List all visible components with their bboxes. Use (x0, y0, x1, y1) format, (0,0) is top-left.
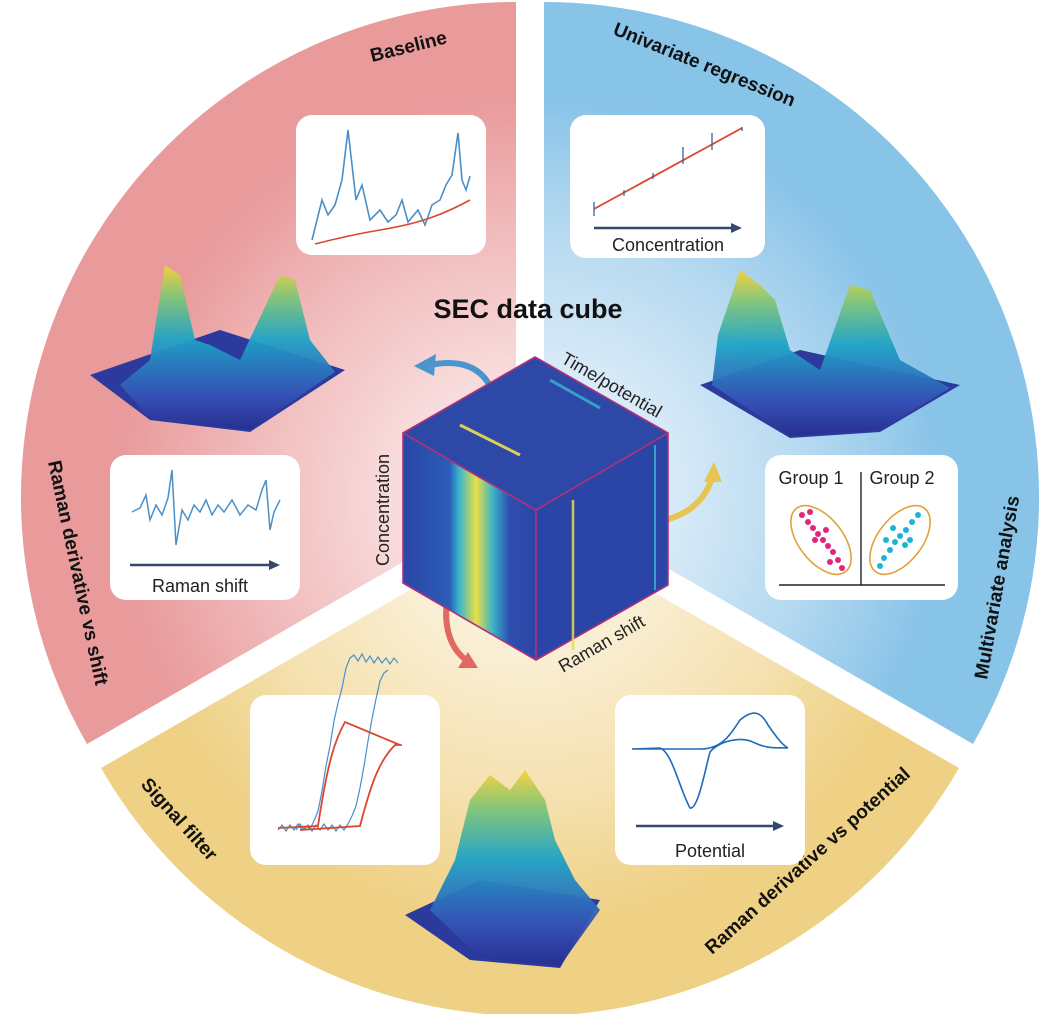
potential-axis-label: Potential (675, 841, 745, 861)
group-2-points (877, 512, 921, 569)
spectrum-line (311, 129, 471, 241)
baseline-line (314, 199, 471, 245)
surface-plot-bottom (405, 770, 600, 968)
cube-right-face (535, 432, 669, 661)
cube-axis-concentration: Concentration (373, 454, 393, 566)
group-1-points (799, 509, 845, 571)
group-1-label: Group 1 (778, 468, 843, 488)
error-bars (593, 127, 743, 216)
univariate-panel: Concentration (570, 115, 765, 258)
sector-yellow (101, 521, 959, 1014)
cube-highlights (459, 378, 656, 650)
arrow-head-red (458, 652, 478, 668)
baseline-panel (296, 115, 486, 255)
concentration-axis-label: Concentration (612, 235, 724, 255)
potential-panel: Potential (615, 695, 805, 865)
raman-shift-axis-label: Raman shift (152, 576, 248, 596)
arrow-head-blue (414, 354, 436, 376)
title: SEC data cube (433, 294, 622, 324)
raman-shift-panel: Raman shift (110, 455, 300, 600)
arrow-head-yellow (704, 462, 722, 482)
surface-plot-right (700, 270, 960, 438)
surface-plot-left (90, 265, 345, 432)
signal-filter-panel (250, 652, 440, 865)
group-2-label: Group 2 (869, 468, 934, 488)
sec-data-cube (402, 356, 669, 661)
multivariate-panel: Group 1 Group 2 (765, 455, 958, 600)
